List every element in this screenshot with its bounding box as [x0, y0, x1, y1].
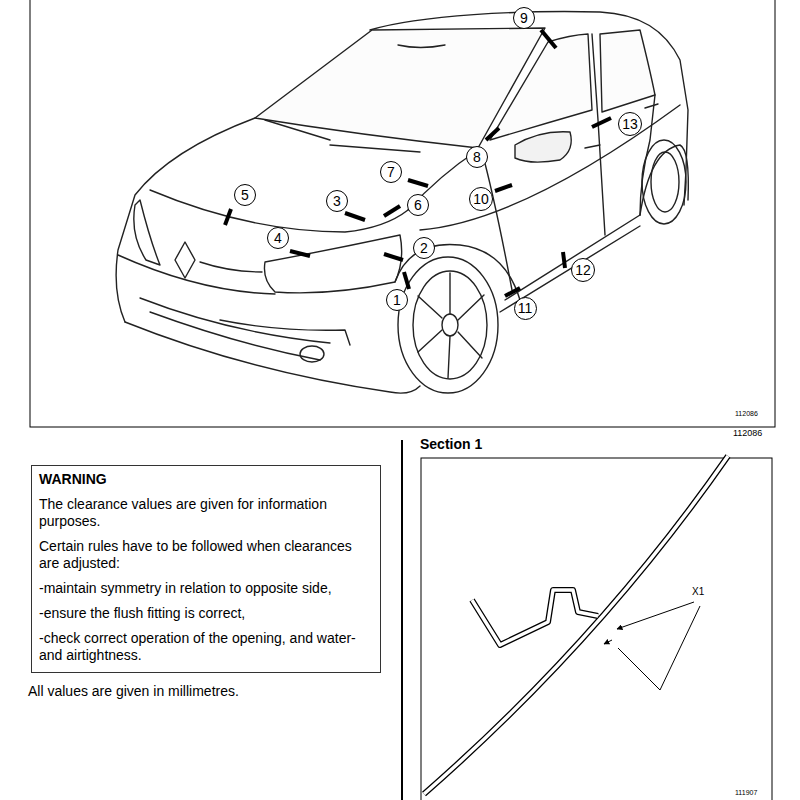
car-body: [116, 12, 688, 394]
car-body: [418, 273, 484, 378]
callout-number: 12: [575, 262, 591, 278]
warning-box: WARNING The clearance values are given fo…: [31, 465, 381, 673]
warning-text: -maintain symmetry in relation to opposi…: [39, 580, 373, 597]
callout-circle: 4: [267, 227, 289, 249]
callout-circle: 7: [380, 161, 402, 183]
car-body: [398, 257, 498, 393]
car-body: [300, 346, 324, 362]
car-body: [140, 298, 330, 343]
section-profile: [424, 456, 728, 794]
callout-circle: 8: [466, 146, 488, 168]
callout-number: 3: [333, 193, 341, 209]
car-body: [116, 118, 255, 322]
callout-circle: 13: [618, 112, 642, 136]
car-body: [482, 152, 512, 290]
car-body: [200, 262, 262, 272]
car-body: [442, 314, 458, 336]
gap-marker: [225, 30, 611, 296]
callout-circle: 2: [413, 237, 435, 259]
callout-number: 13: [622, 116, 638, 132]
callout-circle: 9: [513, 7, 535, 29]
dimension-line: [617, 602, 694, 629]
callout-number: 4: [274, 230, 282, 246]
figure-reference: 111907: [735, 789, 757, 797]
gap-marker: [563, 252, 565, 268]
gap-marker: [486, 128, 499, 140]
gap-marker: [290, 251, 310, 256]
dimension-line: [604, 602, 700, 690]
car-body: [420, 105, 680, 230]
dimension-line: [618, 606, 700, 690]
dimension-label: X1: [692, 586, 704, 597]
warning-text: -check correct operation of the opening,…: [39, 630, 373, 664]
car-body: [150, 190, 408, 232]
callout-number: 1: [393, 292, 401, 308]
car-body: [150, 312, 320, 360]
car-body: [220, 320, 350, 345]
car-body: [413, 271, 487, 379]
gap-marker: [345, 213, 365, 220]
section-heading: Section 1: [420, 437, 482, 452]
callout-number: 5: [241, 187, 249, 203]
gap-marker: [384, 254, 403, 260]
section-profile: [424, 456, 728, 794]
car-body: [134, 200, 160, 265]
gap-marker: [225, 209, 231, 225]
warning-text: -ensure the flush fitting is correct,: [39, 605, 373, 622]
figure-reference: 112086: [735, 410, 758, 418]
car-body: [642, 140, 686, 224]
car-body: [585, 104, 658, 148]
callout-number: 7: [387, 164, 395, 180]
note: All values are given in millimetres.: [28, 684, 239, 699]
car-body: [490, 34, 592, 140]
figure-reference: 112086: [733, 429, 762, 439]
car-body: [118, 255, 275, 294]
callout-number: 9: [520, 10, 528, 26]
callout-circle: 12: [571, 258, 595, 282]
car-body: [515, 132, 571, 162]
gap-marker: [404, 272, 409, 289]
gap-marker: [495, 185, 512, 191]
callout-number: 2: [420, 240, 428, 256]
car-body: [600, 30, 655, 112]
car-body: [398, 45, 445, 48]
car-body: [651, 152, 679, 212]
section-profile: [472, 590, 598, 645]
callout-number: 8: [473, 149, 481, 165]
section-profile: [472, 590, 598, 645]
warning-heading: WARNING: [39, 471, 373, 488]
callout-number: 10: [473, 191, 489, 207]
section-profile: [424, 456, 728, 794]
callout-circle: 10: [469, 187, 493, 211]
car-body: [175, 242, 195, 278]
gap-marker: [592, 118, 611, 127]
gap-marker: [384, 206, 400, 216]
figure-frame: [30, 0, 775, 427]
callout-circle: 1: [386, 289, 408, 311]
callout-circle: 5: [234, 184, 256, 206]
car-body: [265, 120, 420, 152]
callout-number: 6: [414, 197, 422, 213]
warning-text: The clearance values are given for infor…: [39, 496, 373, 530]
callout-circle: 6: [407, 194, 429, 216]
callout-circle: 11: [514, 297, 537, 320]
callout-circle: 3: [326, 190, 348, 212]
gap-marker: [541, 30, 556, 48]
dimension-line: [604, 640, 612, 644]
car-body: [125, 322, 420, 393]
column-divider: [401, 440, 403, 800]
gap-marker: [408, 180, 428, 186]
warning-text: Certain rules have to be followed when c…: [39, 538, 373, 572]
gap-marker: [505, 288, 520, 296]
callout-number: 11: [518, 300, 533, 316]
